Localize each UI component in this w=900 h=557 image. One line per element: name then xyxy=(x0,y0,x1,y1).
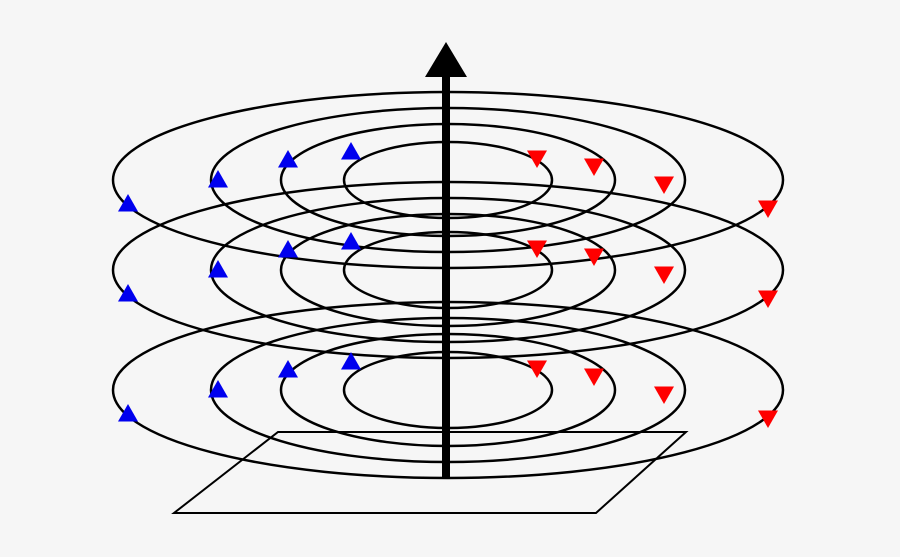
triangle-up-icon xyxy=(118,404,138,422)
triangle-down-icon xyxy=(584,368,604,386)
triangle-down-icon xyxy=(758,410,778,428)
direction-arrows xyxy=(118,142,778,428)
triangle-down-icon xyxy=(527,240,547,258)
triangle-down-icon xyxy=(584,158,604,176)
triangle-down-icon xyxy=(527,150,547,168)
triangle-down-icon xyxy=(584,248,604,266)
triangle-up-icon xyxy=(118,194,138,212)
triangle-up-icon xyxy=(278,240,298,258)
triangle-down-icon xyxy=(654,266,674,284)
triangle-up-icon xyxy=(341,142,361,160)
triangle-down-icon xyxy=(654,386,674,404)
triangle-down-icon xyxy=(654,176,674,194)
plane-layer xyxy=(171,431,689,514)
triangle-up-icon xyxy=(341,232,361,250)
triangle-up-icon xyxy=(118,284,138,302)
triangle-up-icon xyxy=(278,360,298,378)
triangle-up-icon xyxy=(208,380,228,398)
triangle-up-icon xyxy=(208,260,228,278)
triangle-down-icon xyxy=(527,360,547,378)
current-axis xyxy=(425,42,467,478)
triangle-down-icon xyxy=(758,290,778,308)
triangle-up-icon xyxy=(278,150,298,168)
triangle-up-icon xyxy=(341,352,361,370)
plane xyxy=(171,431,689,514)
triangle-up-icon xyxy=(208,170,228,188)
triangle-down-icon xyxy=(758,200,778,218)
arrowhead-up-icon xyxy=(425,42,467,77)
